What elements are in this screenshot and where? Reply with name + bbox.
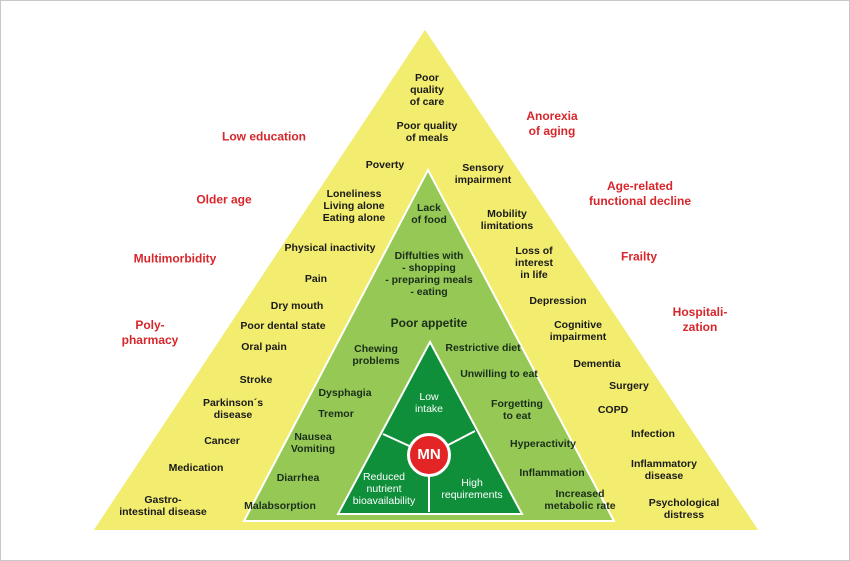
outer-dementia: Dementia	[573, 358, 621, 370]
middle-restrictive-diet: Restrictive diet	[445, 342, 521, 354]
risk-functional-decline: Age-related functional decline	[588, 179, 692, 208]
outer-loss-of-interest: Loss of interest in life	[515, 245, 553, 281]
outer-poor-quality-care: Poor quality of care	[409, 72, 445, 108]
middle-dysphagia: Dysphagia	[318, 387, 372, 399]
middle-malabsorption: Malabsorption	[244, 500, 316, 512]
middle-difficulties: Diffulties with - shopping - preparing m…	[385, 250, 473, 298]
outer-physical-inactivity: Physical inactivity	[284, 242, 376, 254]
middle-unwilling-to-eat: Unwilling to eat	[460, 368, 538, 380]
outer-infection: Infection	[631, 428, 675, 440]
inner-reduced-bioavailability: Reduced nutrient bioavailability	[352, 471, 416, 507]
risk-low-education: Low education	[222, 129, 306, 144]
middle-increased-metabolic-rate: Increased metabolic rate	[544, 488, 616, 512]
middle-poor-appetite: Poor appetite	[390, 316, 468, 330]
outer-mobility-limitations: Mobility limitations	[480, 208, 534, 232]
mn-center-circle: MN	[407, 433, 451, 477]
outer-inflammatory-disease: Inflammatory disease	[631, 458, 697, 482]
outer-poor-quality-meals: Poor quality of meals	[396, 120, 458, 144]
outer-pain: Pain	[304, 273, 328, 285]
risk-polypharmacy: Poly- pharmacy	[121, 318, 179, 347]
outer-sensory-impairment: Sensory impairment	[454, 162, 512, 186]
middle-diarrhea: Diarrhea	[276, 472, 320, 484]
outer-dry-mouth: Dry mouth	[270, 300, 324, 312]
middle-nausea-vomiting: Nausea Vomiting	[290, 431, 336, 455]
middle-lack-of-food: Lack of food	[411, 202, 447, 226]
risk-older-age: Older age	[196, 192, 252, 207]
outer-oral-pain: Oral pain	[241, 341, 287, 353]
outer-psychological-distress: Psychological distress	[648, 497, 720, 521]
inner-low-intake: Low intake	[414, 391, 444, 415]
outer-loneliness: Loneliness Living alone Eating alone	[322, 188, 386, 224]
outer-cancer: Cancer	[204, 435, 240, 447]
inner-high-requirements: High requirements	[441, 477, 503, 501]
middle-tremor: Tremor	[318, 408, 354, 420]
risk-hospitalization: Hospitali- zation	[672, 305, 728, 334]
risk-multimorbidity: Multimorbidity	[133, 251, 217, 266]
risk-anorexia-of-aging: Anorexia of aging	[526, 109, 578, 138]
inner-triangle	[336, 339, 524, 515]
outer-gastrointestinal-disease: Gastro- intestinal disease	[119, 494, 207, 518]
middle-hyperactivity: Hyperactivity	[510, 438, 576, 450]
outer-depression: Depression	[529, 295, 587, 307]
middle-chewing-problems: Chewing problems	[352, 343, 400, 367]
outer-cognitive-impairment: Cognitive impairment	[549, 319, 607, 343]
outer-parkinsons: Parkinson´s disease	[202, 397, 264, 421]
outer-stroke: Stroke	[239, 374, 273, 386]
outer-surgery: Surgery	[609, 380, 649, 392]
outer-poor-dental-state: Poor dental state	[240, 320, 326, 332]
middle-inflammation: Inflammation	[519, 467, 585, 479]
outer-poverty: Poverty	[365, 159, 405, 171]
outer-medication: Medication	[168, 462, 224, 474]
risk-frailty: Frailty	[620, 249, 658, 264]
outer-copd: COPD	[597, 404, 629, 416]
middle-forgetting-to-eat: Forgetting to eat	[491, 398, 543, 422]
